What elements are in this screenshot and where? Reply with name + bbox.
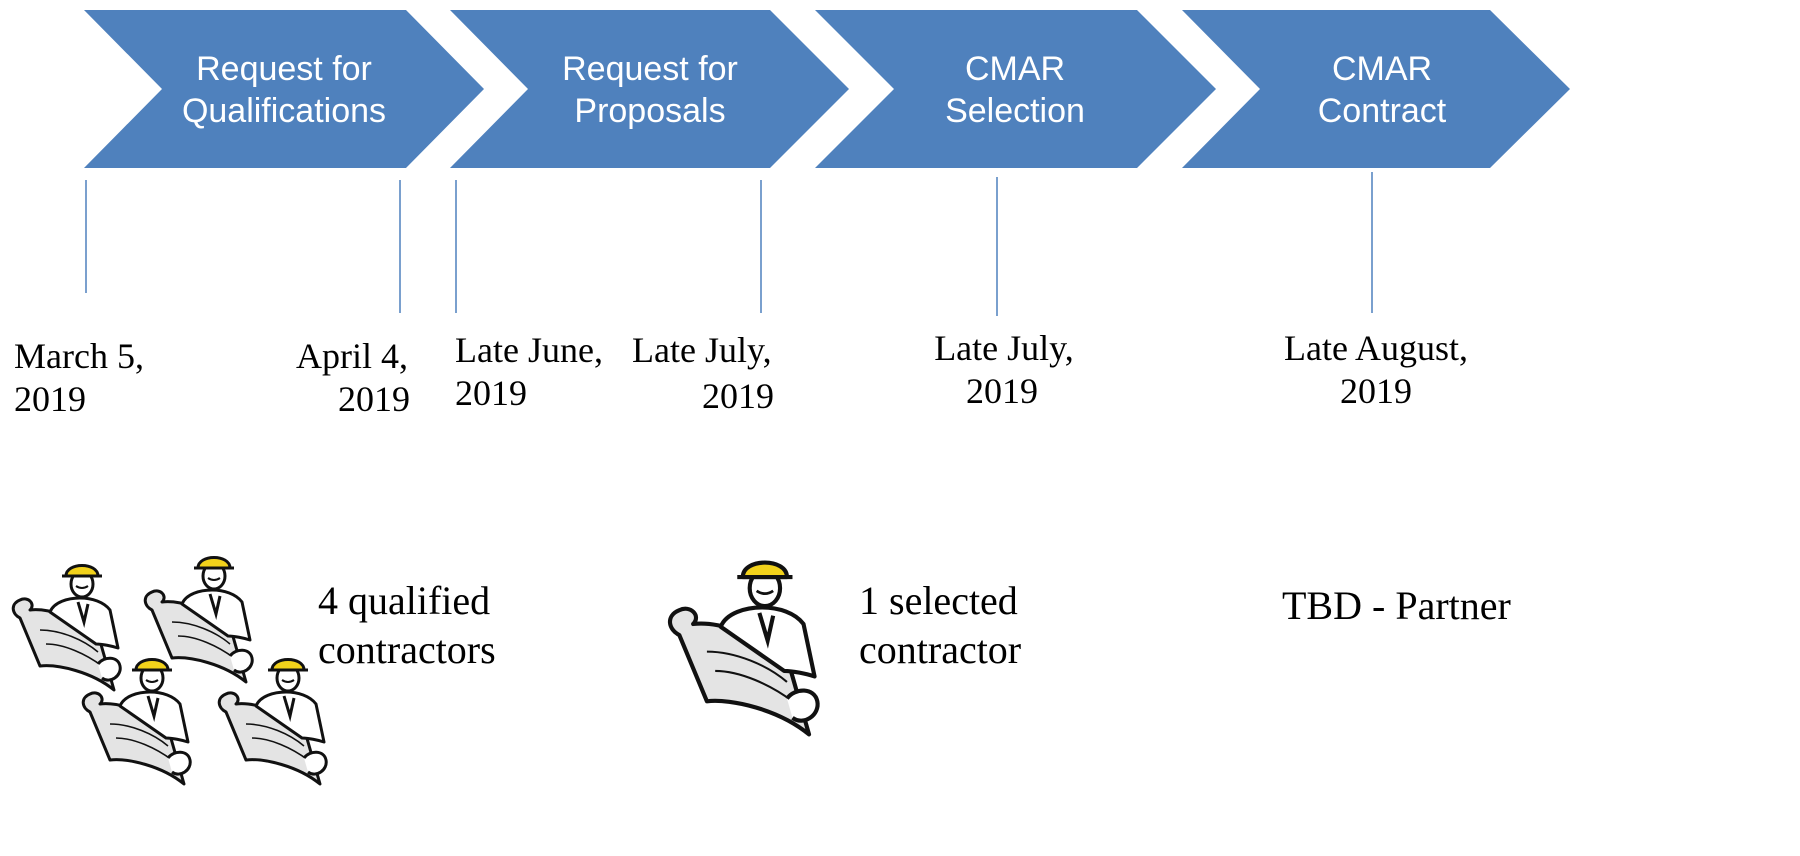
stage-label: Selection [945,92,1085,130]
qualified-contractors-note: 4 qualified [318,578,490,623]
stage-label: CMAR [965,50,1065,88]
date-late-july-rfp-year: 2019 [702,376,774,416]
qualified-contractors-note-line2: contractors [318,627,496,672]
date-late-august-year: 2019 [1340,371,1412,411]
date-late-july-selection-year: 2019 [966,371,1038,411]
stage-label: Qualifications [182,92,386,130]
stage-label: Request for [562,50,738,88]
chevron-request-for-proposals [450,10,849,168]
date-late-july-rfp: Late July, [632,330,772,370]
date-late-june-year: 2019 [455,373,527,413]
stage-label: Proposals [574,92,725,130]
contractor-with-blueprint-icon [11,564,122,692]
contractor-with-blueprint-icon [670,563,818,735]
date-late-july-selection: Late July, [934,328,1074,368]
date-late-june: Late June, [455,330,603,370]
chevron-cmar-contract [1182,10,1570,168]
stage-label: Request for [196,50,372,88]
date-march-5-year: 2019 [14,379,86,419]
date-april-4-year: 2019 [338,379,410,419]
selected-contractor-note-line2: contractor [859,627,1021,672]
chevron-cmar-selection [815,10,1216,168]
selected-contractor-note: 1 selected [859,578,1018,623]
partner-note: TBD - Partner [1282,583,1511,628]
date-april-4: April 4, [296,336,408,376]
contractor-with-blueprint-icon [217,658,328,786]
stage-label: Contract [1318,92,1447,130]
chevron-request-for-qualifications [84,10,484,168]
date-march-5: March 5, [14,336,144,376]
date-late-august: Late August, [1284,328,1468,368]
stage-label: CMAR [1332,50,1432,88]
